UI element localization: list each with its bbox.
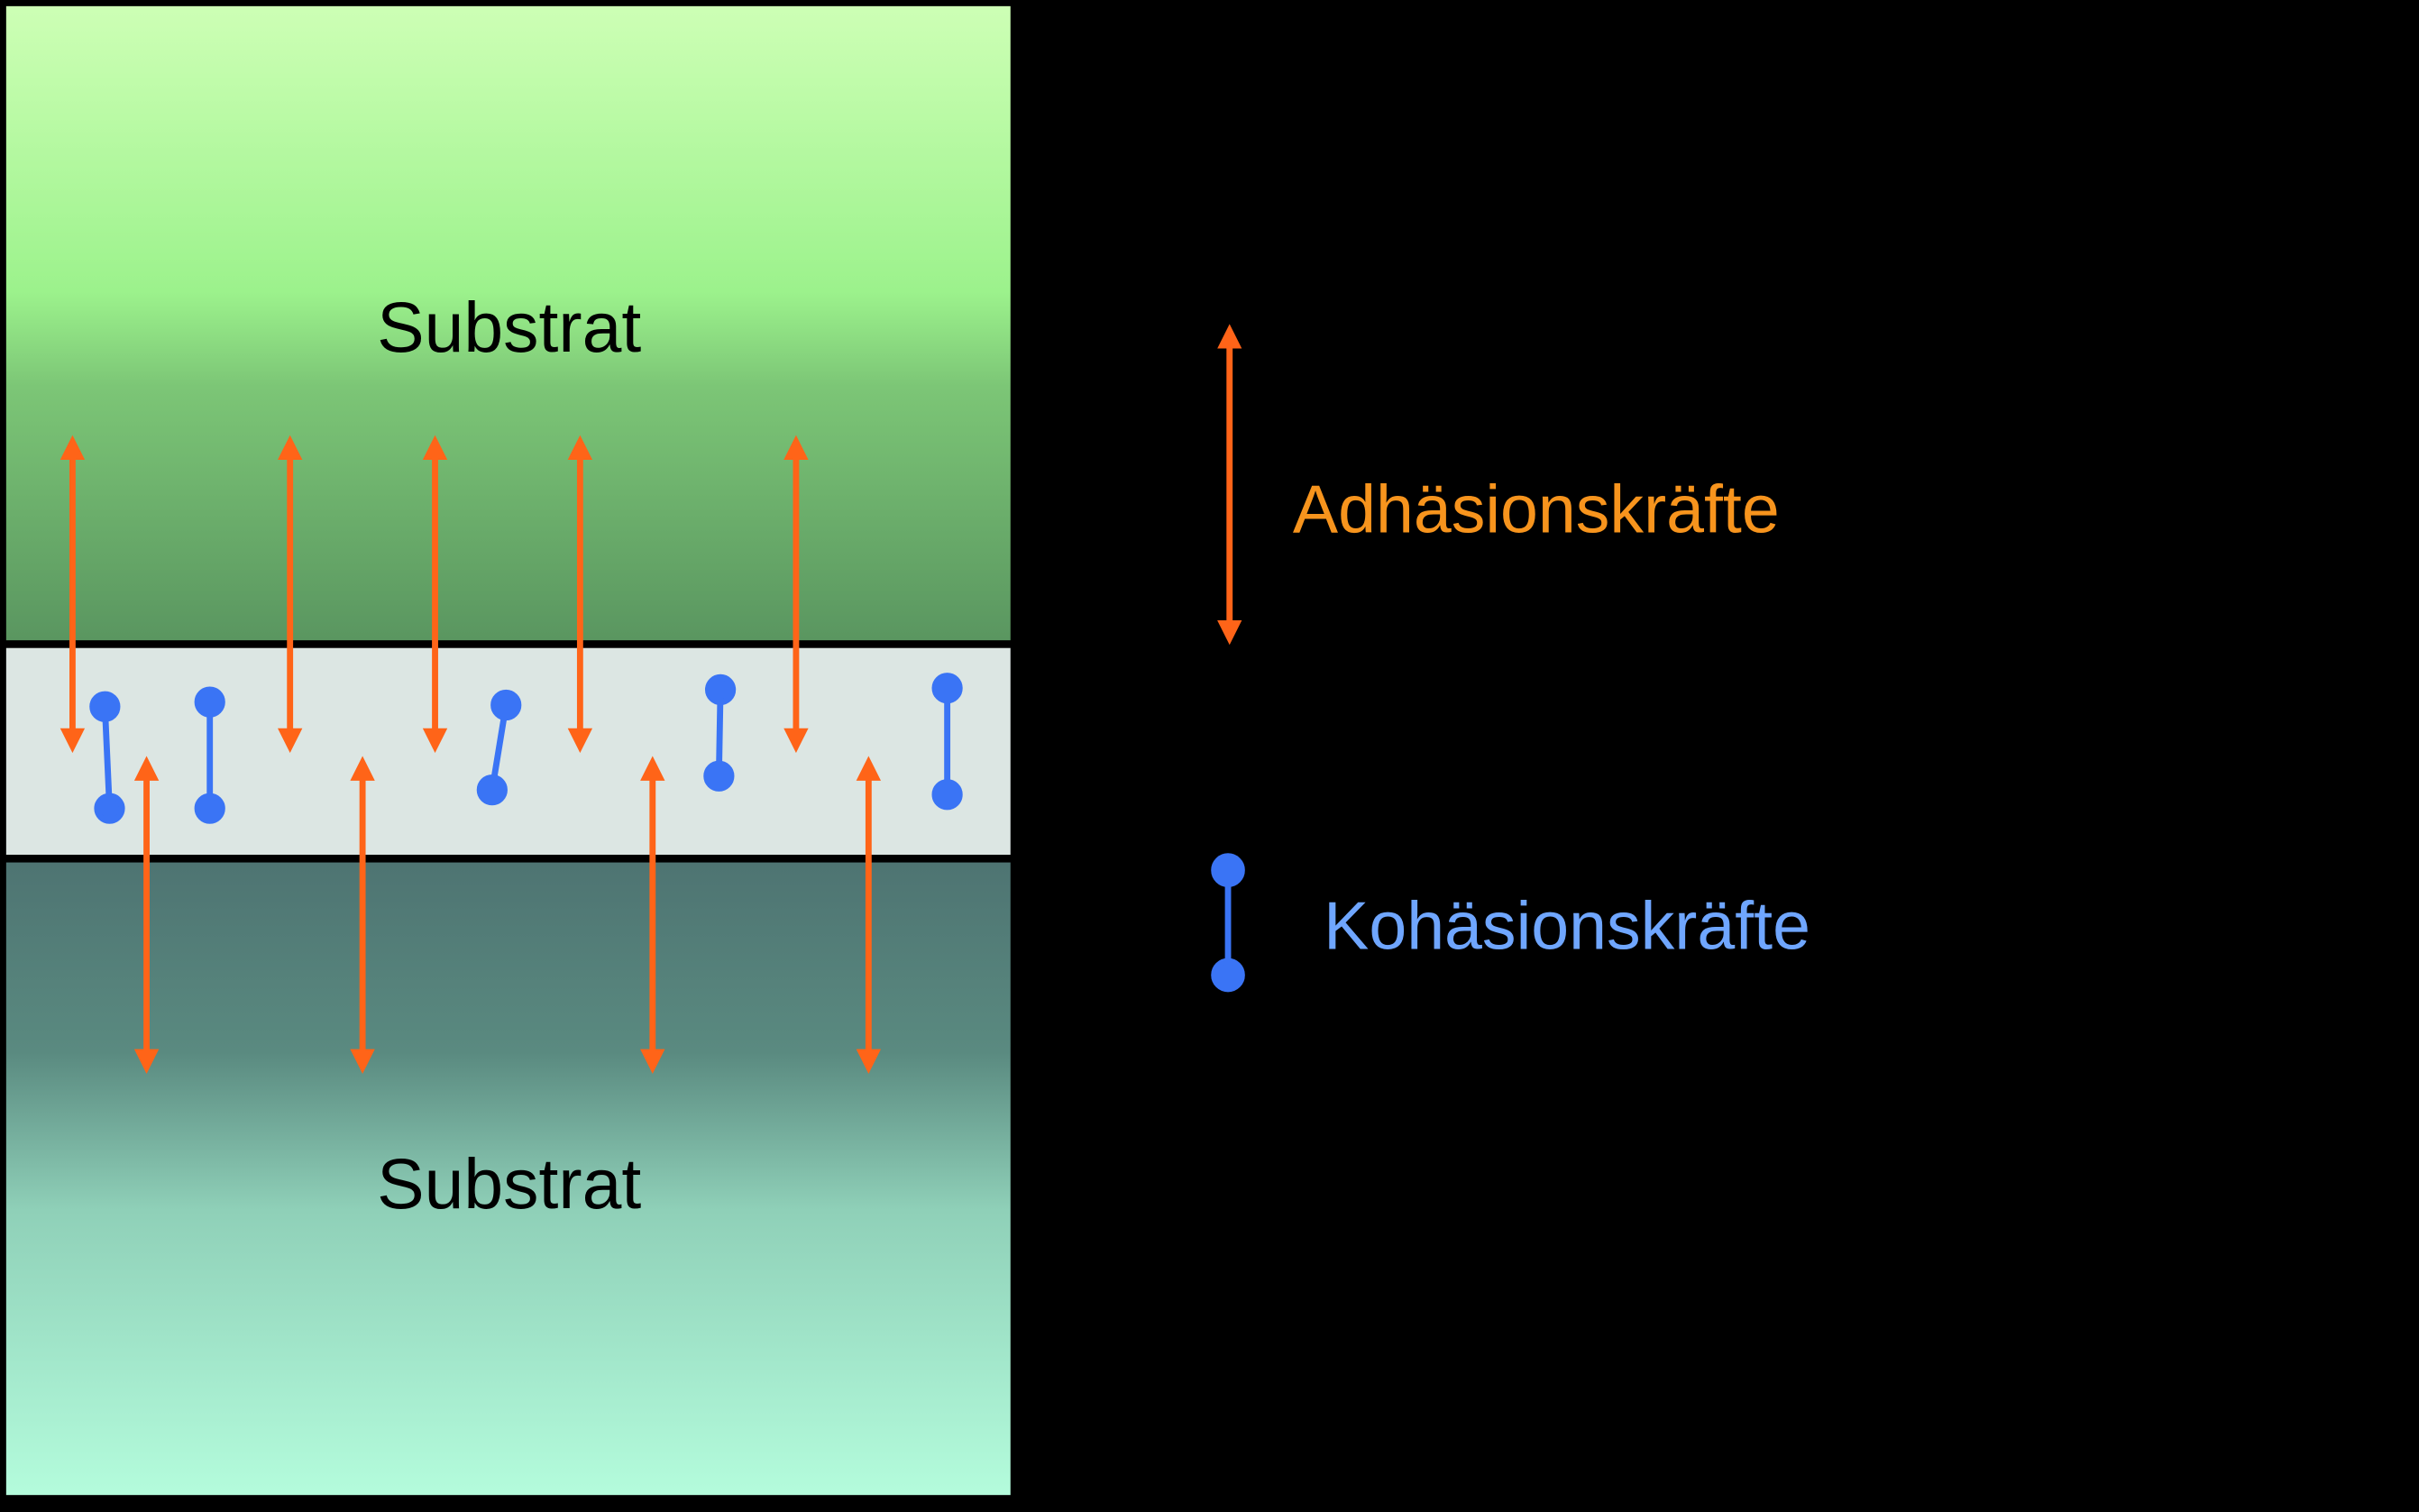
cohesion-molecule	[476, 689, 522, 806]
cohesion-molecule	[194, 686, 225, 824]
substrate-bottom-label: Substrat	[377, 1144, 641, 1223]
legend-adhesion-label: Adhäsionskräfte	[1293, 471, 1780, 546]
substrate-bottom	[5, 862, 1011, 1496]
substrate-top-label: Substrat	[377, 288, 641, 367]
legend-cohesion-label: Kohäsionskräfte	[1324, 887, 1810, 963]
cohesion-molecule	[703, 674, 737, 792]
adhesive-layer	[5, 647, 1011, 856]
cohesion-molecule	[931, 673, 963, 811]
cohesion-molecule	[89, 691, 125, 824]
legend-cohesion-molecule	[1211, 853, 1245, 993]
substrate-top	[5, 5, 1011, 641]
